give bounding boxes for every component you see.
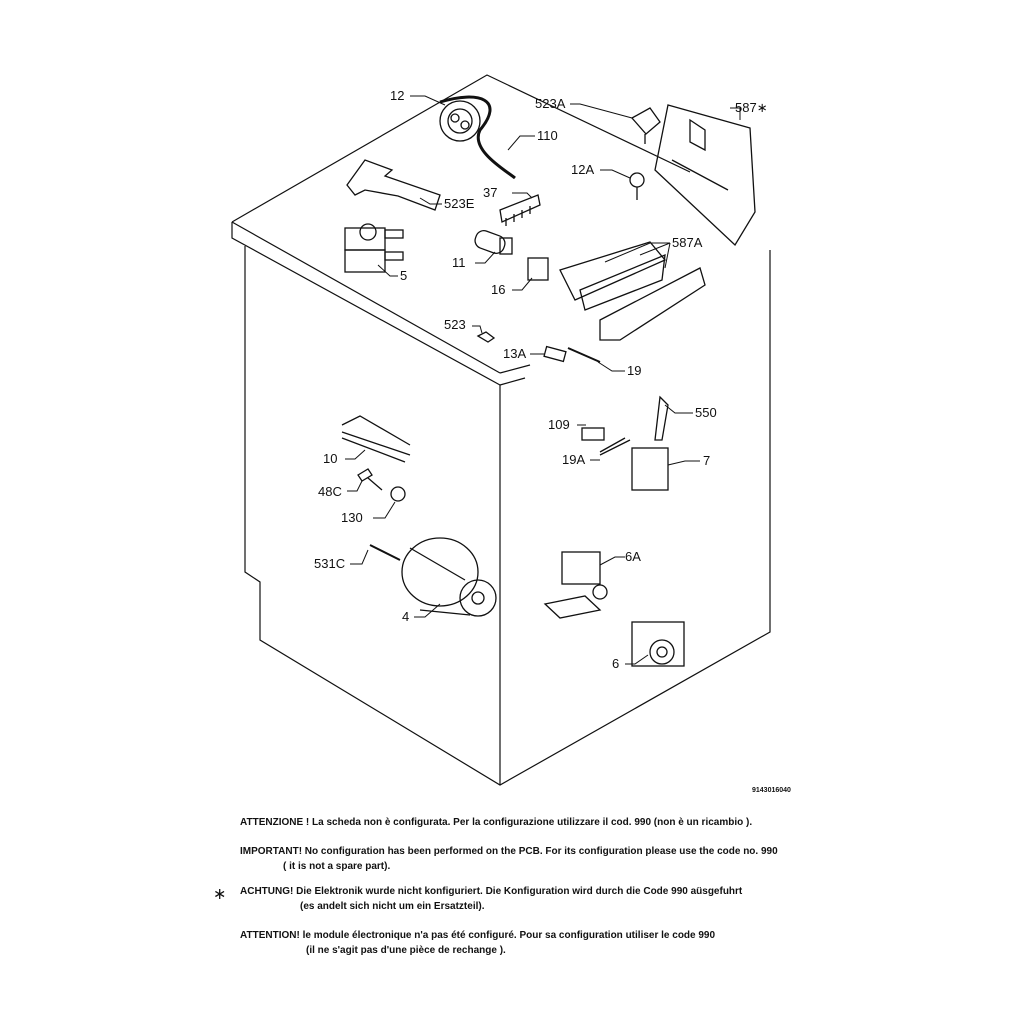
connector-523a [630,107,661,144]
label-37: 37 [483,185,498,200]
control-board-587 [654,104,756,247]
bracket-523e [346,159,441,211]
clip-523 [476,331,496,343]
pressure-switch-12a [629,172,645,200]
pump-6 [631,621,685,667]
label-5: 5 [400,268,408,283]
note-english: IMPORTANT! No configuration has been per… [240,844,778,874]
label-523: 523 [444,317,466,332]
switch-7 [631,447,669,491]
note-french-line2: (il ne s'agit pas d'une pièce de rechang… [306,945,506,956]
label-4: 4 [402,609,410,624]
label-12a: 12A [571,162,595,177]
pump-lever-550 [654,395,669,441]
note-italian: ATTENZIONE ! La scheda non è configurata… [240,815,752,830]
hose-110 [439,95,516,180]
part-109 [581,427,605,441]
drawing-code: 9143016040 [752,787,791,794]
label-48c: 48C [318,484,342,499]
sensor-19 [567,347,601,363]
label-19: 19 [627,363,642,378]
label-587a: 587A [672,235,703,250]
motor-4 [401,537,497,617]
wire-19a [599,437,631,456]
pcb-587a-3 [599,267,706,341]
bolt-48c [357,468,383,491]
asterisk-marker: ∗ [213,886,227,903]
drain-pump-6a [543,551,608,619]
label-523a: 523A [535,96,566,111]
screw-531c [369,544,401,561]
note-english-line1: IMPORTANT! No configuration has been per… [240,846,778,857]
inlet-valve-5 [344,223,404,273]
heater-10 [341,415,411,463]
note-french: ATTENTION! le module électronique n'a pa… [240,928,715,958]
part-drawings [341,95,756,667]
label-13a: 13A [503,346,527,361]
label-10: 10 [323,451,338,466]
pcb-587a-2 [579,253,666,311]
label-130: 130 [341,510,363,525]
label-6a: 6A [625,549,641,564]
label-7: 7 [703,453,711,468]
note-english-line2: ( it is not a spare part). [283,861,391,872]
label-531c: 531C [314,556,346,571]
note-german: ACHTUNG! Die Elektronik wurde nicht konf… [240,884,742,914]
label-550: 550 [695,405,717,420]
capacitor-11 [474,230,513,255]
cabinet-outline [231,74,771,786]
note-german-line2: (es andelt sich nicht um ein Ersatzteil)… [300,901,485,912]
label-12: 12 [390,88,405,103]
nut-130 [390,486,406,502]
note-german-line1: ACHTUNG! Die Elektronik wurde nicht konf… [240,886,743,897]
door-lock-16 [527,257,549,281]
label-6: 6 [612,656,620,671]
thermostat-13a [543,345,567,363]
pressure-switch-12 [439,100,481,142]
note-french-line1: ATTENTION! le module électronique n'a pa… [240,930,716,941]
terminal-block-37 [499,194,541,226]
label-587-star: 587∗ [735,100,768,115]
label-19a: 19A [562,452,586,467]
label-109: 109 [548,417,570,432]
note-italian-line1: ATTENZIONE ! La scheda non è configurata… [240,817,753,828]
label-110: 110 [537,128,558,143]
pcb-587a-1 [559,241,667,301]
leader-lines [345,95,741,665]
label-16: 16 [491,282,506,297]
label-11: 11 [452,255,466,270]
label-523e: 523E [444,196,475,211]
